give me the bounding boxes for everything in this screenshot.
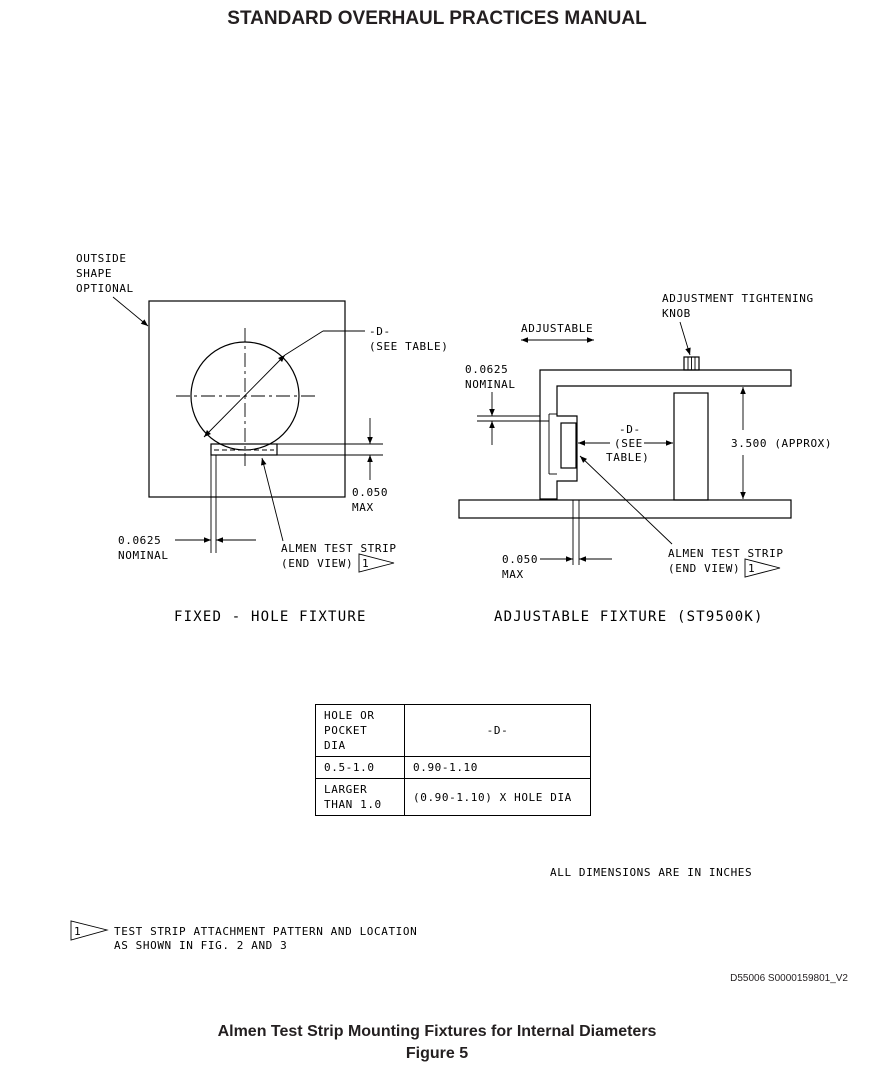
drawing-id: D55006 S0000159801_V2: [730, 973, 848, 984]
adjustable-strip-leader: [579, 455, 673, 545]
fixed-strip-view: (END VIEW): [281, 557, 353, 570]
table-header-row: HOLE OR POCKET DIA -D-: [315, 704, 591, 757]
d-dimension-arrow: [203, 354, 286, 438]
adjustable-table-label: TABLE): [606, 451, 649, 464]
adjustable-see-label: (SEE: [614, 437, 643, 450]
footnote-line-1: TEST STRIP ATTACHMENT PATTERN AND LOCATI…: [114, 925, 418, 938]
base-plate: [458, 499, 792, 519]
adjustable-test-strip: [560, 422, 577, 469]
footnote-flag: [70, 920, 109, 941]
fixed-nominal-unit: NOMINAL: [118, 549, 169, 562]
outside-shape-label-line2: SHAPE: [76, 267, 112, 280]
outside-shape-label-line3: OPTIONAL: [76, 282, 134, 295]
knob-label-line2: KNOB: [662, 307, 691, 320]
table-header-d: -D-: [404, 704, 591, 757]
fixed-note-number: 1: [362, 557, 369, 570]
adjustable-max-value: 0.050: [502, 553, 538, 566]
adjustable-fixture-caption: ADJUSTABLE FIXTURE (ST9500K): [494, 609, 764, 625]
fixture-plate: [148, 300, 346, 498]
figure-caption-number: Figure 5: [405, 1045, 469, 1062]
units-note: ALL DIMENSIONS ARE IN INCHES: [550, 866, 753, 879]
fixed-strip-label: ALMEN TEST STRIP: [281, 542, 397, 555]
table-cell: 0.5-1.0: [315, 756, 405, 779]
fixed-note-flag: [358, 553, 395, 573]
fixed-hole-fixture: OUTSIDE SHAPE OPTIONAL -D- (SEE TABLE) 0…: [76, 252, 448, 625]
adjustable-nominal-value: 0.0625: [465, 363, 508, 376]
page-title: STANDARD OVERHAUL PRACTICES MANUAL: [227, 8, 647, 29]
table-row: LARGER THAN 1.0 (0.90-1.10) X HOLE DIA: [315, 778, 591, 816]
footnote-number: 1: [74, 925, 81, 938]
see-table-label: (SEE TABLE): [369, 340, 448, 353]
right-post: [673, 392, 709, 501]
table-cell: (0.90-1.10) X HOLE DIA: [404, 778, 591, 816]
footnote-line-2: AS SHOWN IN FIG. 2 AND 3: [114, 939, 288, 952]
dimension-table: HOLE OR POCKET DIA -D- 0.5-1.0 0.90-1.10…: [315, 704, 591, 816]
row-line-2: THAN 1.0: [324, 798, 382, 811]
fixed-nominal-value: 0.0625: [118, 534, 161, 547]
header-line-2: POCKET DIA: [324, 724, 368, 752]
adjustable-fixture: ADJUSTMENT TIGHTENING KNOB ADJUSTABLE 0.…: [458, 292, 832, 625]
outside-shape-leader: [112, 296, 149, 327]
knob-leader: [679, 321, 691, 356]
upper-arm: [539, 369, 792, 500]
adjustable-note-number: 1: [748, 562, 755, 575]
adjustable-d-label: -D-: [619, 423, 641, 436]
adjustable-nominal-unit: NOMINAL: [465, 378, 516, 391]
row-line-1: LARGER: [324, 783, 368, 796]
adjustable-note-flag: [744, 558, 781, 578]
figure-caption: Almen Test Strip Mounting Fixtures for I…: [0, 1021, 874, 1065]
height-label: 3.500 (APPROX): [731, 437, 832, 450]
table-cell: LARGER THAN 1.0: [315, 778, 405, 816]
figure-caption-title: Almen Test Strip Mounting Fixtures for I…: [217, 1023, 657, 1040]
adjustable-max-unit: MAX: [502, 568, 524, 581]
table-cell: 0.90-1.10: [404, 756, 591, 779]
table-row: 0.5-1.0 0.90-1.10: [315, 756, 591, 779]
fixed-fixture-caption: FIXED - HOLE FIXTURE: [174, 609, 367, 625]
adjustable-strip-label: ALMEN TEST STRIP: [668, 547, 784, 560]
outside-shape-label-line1: OUTSIDE: [76, 252, 127, 265]
fixed-max-unit: MAX: [352, 501, 374, 514]
adjustable-label: ADJUSTABLE: [521, 322, 593, 335]
fixed-max-value: 0.050: [352, 486, 388, 499]
knob-label-line1: ADJUSTMENT TIGHTENING: [662, 292, 814, 305]
table-header-cell: HOLE OR POCKET DIA: [315, 704, 405, 757]
footnote: TEST STRIP ATTACHMENT PATTERN AND LOCATI…: [114, 925, 474, 953]
fixed-test-strip: [210, 443, 278, 456]
d-dimension-leader: [284, 330, 324, 356]
header-line-1: HOLE OR: [324, 709, 375, 722]
fixed-strip-leader: [261, 457, 284, 542]
d-label: -D-: [369, 325, 391, 338]
adjustable-strip-view: (END VIEW): [668, 562, 740, 575]
